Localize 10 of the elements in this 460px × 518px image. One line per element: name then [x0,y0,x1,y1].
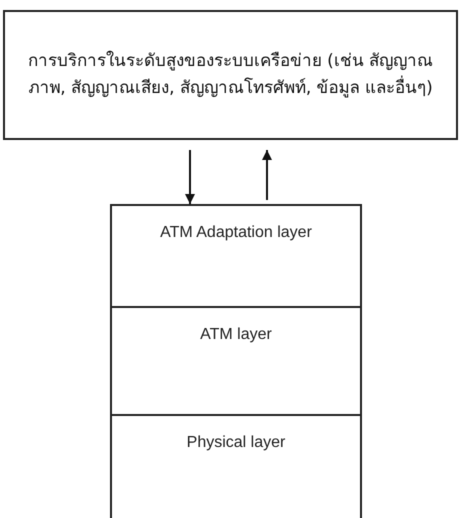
layer-box [110,306,362,416]
box-text: การบริการในระดับสูงของระบบเครือข่าย (เช่น สัญญาณภาพ, สัญญาณเสียง, สัญญาณโทรศัพท์, ข้อมูล และอื่นๆ) [26,50,434,100]
layer-label: ATM Adaptation layer [160,224,312,243]
arrow [185,150,195,204]
layer-box [110,204,362,308]
layer-box [110,414,362,518]
layer-label: ATM layer [200,326,272,345]
arrow [262,150,272,200]
process-box [3,10,458,140]
layer-label: Physical layer [186,434,286,453]
